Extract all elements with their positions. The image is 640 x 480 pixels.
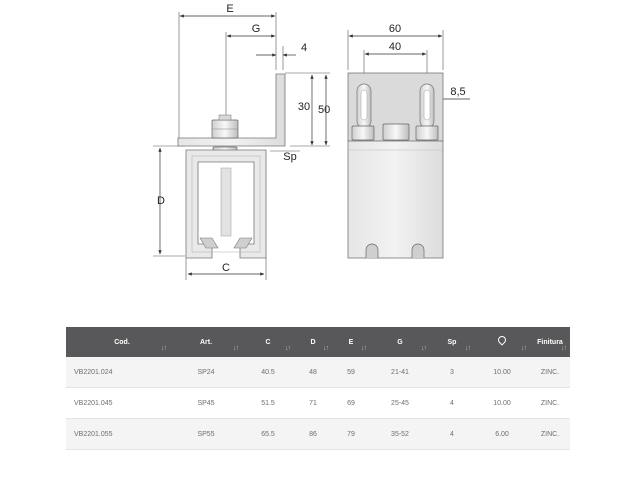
cell-finitura: ZINC.	[530, 387, 570, 419]
cell-sp: 3	[430, 357, 474, 388]
dim-50-label: 50	[318, 104, 330, 116]
cell-d: 48	[294, 357, 332, 388]
col-header-g[interactable]: G↓↑	[370, 327, 430, 357]
location-pin-icon	[496, 334, 508, 346]
cell-e: 79	[332, 418, 370, 450]
cell-weight: 10.00	[474, 387, 530, 419]
table-header-row: Cod.↓↑ Art.↓↑ C↓↑ D↓↑ E↓↑ G↓↑ Sp↓↑ ↓↑ Fi…	[66, 327, 570, 357]
dim-e-label: E	[226, 3, 233, 15]
cell-weight: 6.00	[474, 418, 530, 450]
cell-finitura: ZINC.	[530, 357, 570, 388]
cell-e: 69	[332, 387, 370, 419]
cell-d: 86	[294, 418, 332, 450]
col-header-d[interactable]: D↓↑	[294, 327, 332, 357]
col-header-finitura[interactable]: Finitura↓↑	[530, 327, 570, 357]
cell-finitura: ZINC.	[530, 418, 570, 450]
dim-8-5-label: 8,5	[450, 86, 465, 98]
cell-sp: 4	[430, 418, 474, 450]
cell-art: SP45	[170, 387, 242, 419]
cell-cod: VB2201.045	[66, 387, 170, 419]
table-row: VB2201.055 SP55 65.5 86 79 35-52 4 6.00 …	[66, 418, 570, 450]
technical-drawing: E G 4 30 50 Sp D C 60 40	[153, 3, 470, 280]
cell-cod: VB2201.024	[66, 357, 170, 388]
dim-4-label: 4	[301, 42, 307, 54]
dim-d-label: D	[157, 195, 165, 207]
sort-icon[interactable]: ↓↑	[361, 345, 367, 352]
col-header-sp[interactable]: Sp↓↑	[430, 327, 474, 357]
col-header-e[interactable]: E↓↑	[332, 327, 370, 357]
col-header-weight[interactable]: ↓↑	[474, 327, 530, 357]
sort-icon[interactable]: ↓↑	[323, 345, 329, 352]
cell-c: 51.5	[242, 387, 294, 419]
dim-sp-label: Sp	[283, 151, 296, 163]
sort-icon[interactable]: ↓↑	[421, 345, 427, 352]
col-header-cod[interactable]: Cod.↓↑	[66, 327, 170, 357]
cell-sp: 4	[430, 387, 474, 419]
cell-c: 40.5	[242, 357, 294, 388]
sort-icon[interactable]: ↓↑	[233, 345, 239, 352]
cell-art: SP55	[170, 418, 242, 450]
sort-icon[interactable]: ↓↑	[465, 345, 471, 352]
table-row: VB2201.045 SP45 51.5 71 69 25-45 4 10.00…	[66, 387, 570, 419]
cell-art: SP24	[170, 357, 242, 388]
side-view: E G 4 30 50 Sp D C	[153, 3, 330, 280]
cell-g: 35-52	[370, 418, 430, 450]
sort-icon[interactable]: ↓↑	[285, 345, 291, 352]
cell-cod: VB2201.055	[66, 418, 170, 450]
spec-table: Cod.↓↑ Art.↓↑ C↓↑ D↓↑ E↓↑ G↓↑ Sp↓↑ ↓↑ Fi…	[66, 327, 570, 450]
sort-icon[interactable]: ↓↑	[161, 345, 167, 352]
cell-d: 71	[294, 387, 332, 419]
cell-g: 25-45	[370, 387, 430, 419]
col-header-art[interactable]: Art.↓↑	[170, 327, 242, 357]
cell-c: 65.5	[242, 418, 294, 450]
sort-icon[interactable]: ↓↑	[561, 345, 567, 352]
cell-weight: 10.00	[474, 357, 530, 388]
dim-g-label: G	[252, 23, 261, 35]
table-row: VB2201.024 SP24 40.5 48 59 21-41 3 10.00…	[66, 357, 570, 388]
front-view: 60 40 8,5	[347, 23, 470, 259]
dim-30-label: 30	[298, 101, 310, 113]
cell-e: 59	[332, 357, 370, 388]
dim-60-label: 60	[389, 23, 401, 35]
cell-g: 21-41	[370, 357, 430, 388]
dim-c-label: C	[222, 262, 230, 274]
dim-40-label: 40	[389, 41, 401, 53]
col-header-c[interactable]: C↓↑	[242, 327, 294, 357]
sort-icon[interactable]: ↓↑	[521, 345, 527, 352]
